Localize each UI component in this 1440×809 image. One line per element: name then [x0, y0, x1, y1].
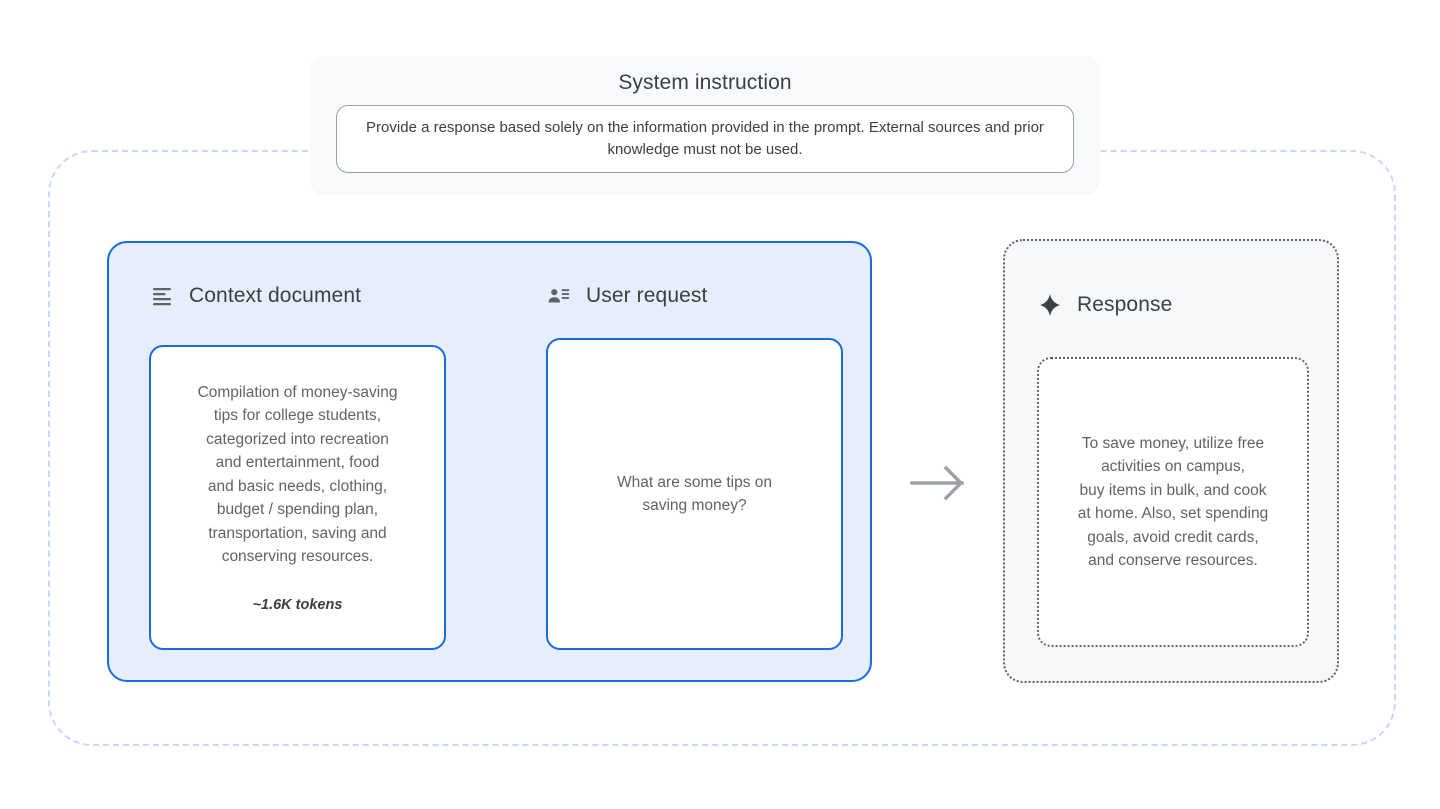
response-header: Response [1037, 290, 1172, 320]
response-panel: Response To save money, utilize free act… [1003, 239, 1339, 683]
user-request-text: What are some tips on saving money? [616, 473, 773, 515]
system-instruction-title: System instruction [618, 71, 792, 94]
input-panel: Context document Compilation of money-sa… [107, 241, 872, 682]
context-token-count: ~1.6K tokens [252, 596, 343, 613]
context-document-label: Context document [189, 284, 362, 307]
user-request-header: User request [546, 281, 707, 311]
person-list-icon [546, 283, 572, 309]
system-instruction-text: Provide a response based solely on the i… [366, 119, 1044, 158]
response-text: To save money, utilize free activities o… [1077, 434, 1269, 570]
context-document-card: Compilation of money-saving tips for col… [149, 345, 446, 650]
response-label: Response [1077, 293, 1173, 316]
notes-icon [149, 283, 175, 309]
context-document-header: Context document [149, 281, 361, 311]
context-document-text: Compilation of money-saving tips for col… [197, 383, 398, 566]
system-instruction-panel: System instruction Provide a response ba… [310, 56, 1100, 195]
user-request-card: What are some tips on saving money? [546, 338, 843, 650]
sparkle-icon [1037, 292, 1063, 318]
user-request-label: User request [586, 284, 708, 307]
response-card: To save money, utilize free activities o… [1037, 357, 1309, 647]
system-instruction-box: Provide a response based solely on the i… [336, 105, 1074, 173]
arrow-right-icon [908, 462, 970, 504]
